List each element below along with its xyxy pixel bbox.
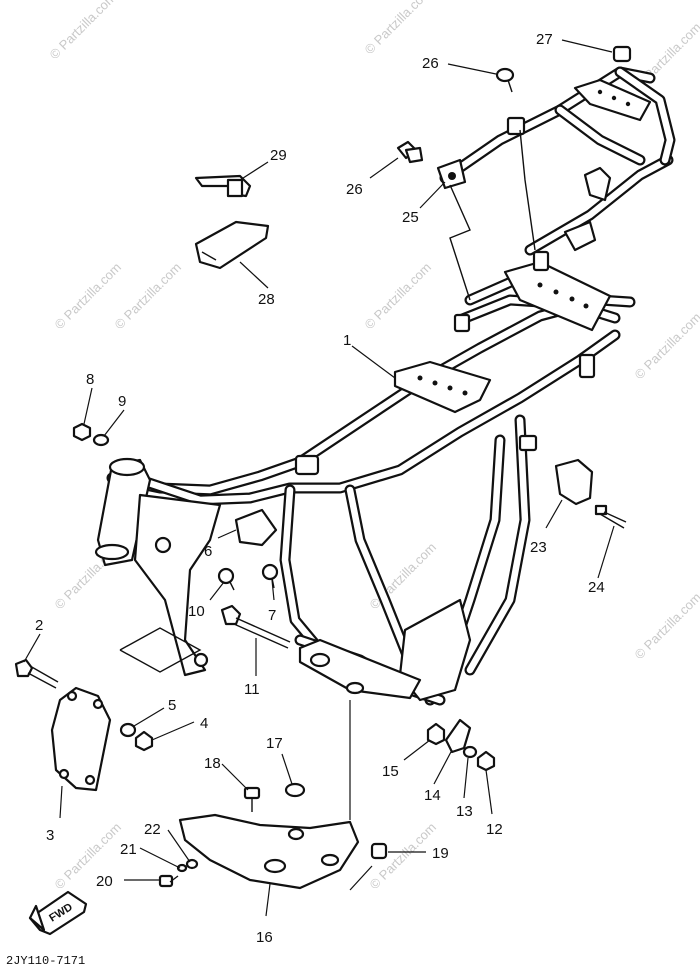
- part-13-washer: [462, 745, 478, 759]
- callout-26-left: 26: [346, 181, 363, 198]
- part-26-bolt-left: [396, 140, 424, 164]
- part-16-skid-plate: [178, 813, 360, 890]
- part-18-bolt: [243, 786, 261, 812]
- callout-3: 3: [46, 827, 54, 844]
- rear-subframe: [436, 66, 676, 272]
- callout-1: 1: [343, 332, 351, 349]
- part-23-bracket: [554, 458, 594, 506]
- watermark-layer: © Partzilla.com © Partzilla.com © Partzi…: [47, 0, 700, 892]
- callout-6: 6: [204, 543, 212, 560]
- watermark-text: © Partzilla.com: [632, 310, 700, 383]
- fwd-arrow-icon: FWD: [28, 890, 88, 936]
- leader-lines: [23, 39, 615, 917]
- part-22-washer: [185, 858, 199, 870]
- callout-24: 24: [588, 579, 605, 596]
- callout-11: 11: [244, 681, 260, 698]
- callout-14: 14: [424, 787, 441, 804]
- callout-7: 7: [268, 607, 276, 624]
- callout-27: 27: [536, 31, 553, 48]
- assembly-line: [449, 184, 471, 301]
- lower-cross-member: [298, 638, 422, 700]
- callout-28: 28: [258, 291, 275, 308]
- part-8-nut: [72, 422, 92, 442]
- engine-outline: [119, 627, 202, 673]
- part-17-plug: [284, 782, 306, 798]
- callout-2: 2: [35, 617, 43, 634]
- subframe-cross-plate: [573, 78, 652, 122]
- subframe-end-tab: [563, 220, 597, 252]
- watermark-text: © Partzilla.com: [47, 0, 120, 62]
- subframe-bracket: [583, 166, 612, 202]
- callout-9: 9: [118, 393, 126, 410]
- steering-head: [96, 458, 152, 567]
- part-3-engine-plate: [50, 686, 112, 792]
- part-20-bolt: [158, 874, 179, 888]
- callout-20: 20: [96, 873, 113, 890]
- part-12-nut: [476, 750, 496, 772]
- callout-15: 15: [382, 763, 399, 780]
- part-5-washer: [119, 722, 137, 738]
- part-27-cap: [612, 45, 632, 63]
- callout-13: 13: [456, 803, 473, 820]
- callout-25: 25: [402, 209, 419, 226]
- assembly-line: [519, 129, 536, 251]
- watermark-text: © Partzilla.com: [362, 260, 435, 333]
- part-2-bolt: [14, 658, 59, 689]
- part-29-bracket: [194, 174, 252, 198]
- part-11-long-bolt: [220, 604, 291, 649]
- part-19-bolt: [370, 842, 388, 860]
- part-14-bracket: [444, 718, 472, 754]
- callout-16: 16: [256, 929, 273, 946]
- callout-21: 21: [120, 841, 137, 858]
- part-26-bolt-top: [495, 67, 515, 93]
- watermark-text: © Partzilla.com: [362, 0, 435, 57]
- callout-labels: 1 2 3 4 5 6 7 8 9 10 11 12 13 14 15 16 1…: [35, 31, 605, 946]
- part-10-bolt: [217, 567, 235, 591]
- callout-12: 12: [486, 821, 503, 838]
- part-7-bolt: [261, 563, 279, 589]
- frame-rear-cross-plate: [503, 260, 612, 332]
- part-21-washer: [176, 863, 188, 873]
- main-frame: [94, 260, 636, 706]
- part-15-nut: [426, 722, 446, 746]
- watermark-text: © Partzilla.com: [52, 820, 125, 893]
- callout-23: 23: [530, 539, 547, 556]
- part-6-bracket: [234, 508, 278, 547]
- callout-19: 19: [432, 845, 449, 862]
- callout-4: 4: [200, 715, 208, 732]
- watermark-text: © Partzilla.com: [632, 590, 700, 663]
- callout-5: 5: [168, 697, 176, 714]
- callout-29: 29: [270, 147, 287, 164]
- part-4-nut: [134, 730, 154, 752]
- callout-17: 17: [266, 735, 283, 752]
- front-gusset: [133, 493, 222, 677]
- part-9-washer: [92, 433, 110, 447]
- callout-22: 22: [144, 821, 161, 838]
- callout-10: 10: [188, 603, 205, 620]
- part-24-bolt: [594, 504, 627, 529]
- part-28-pad: [194, 220, 270, 270]
- drawing-code: 2JY110-7171: [6, 954, 85, 968]
- frame-cross-plate: [393, 360, 492, 414]
- callout-18: 18: [204, 755, 221, 772]
- callout-26-top: 26: [422, 55, 439, 72]
- callout-8: 8: [86, 371, 94, 388]
